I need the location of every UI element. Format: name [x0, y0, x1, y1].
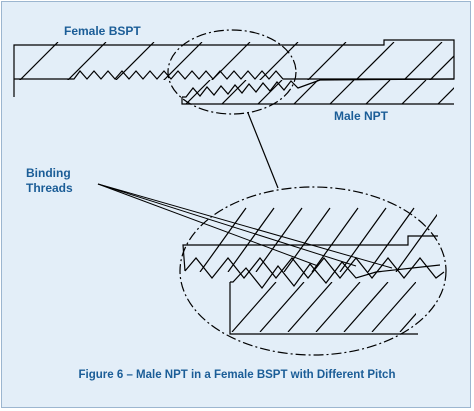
- binding-leader-lines: [97, 183, 393, 269]
- female-bspt-threads: [14, 70, 288, 80]
- male-npt-outline: [181, 97, 454, 105]
- female-bspt-hatch: [19, 42, 454, 80]
- bottom-detail-ellipse: [179, 186, 447, 356]
- figure-caption: Figure 6 – Male NPT in a Female BSPT wit…: [78, 369, 396, 381]
- detail-male-outline: [229, 282, 418, 335]
- detail-connector: [247, 112, 279, 189]
- detail-male-threads: [230, 261, 441, 289]
- female-bspt-label: Female BSPT: [64, 24, 141, 38]
- detail-female-threads: [184, 257, 445, 279]
- detail-male-hatch: [231, 282, 416, 332]
- detail-female-hatch: [199, 207, 437, 272]
- male-npt-label: Male NPT: [334, 109, 389, 123]
- binding-threads-label-line1: Binding: [26, 166, 71, 180]
- top-detail-ellipse: [167, 29, 297, 115]
- binding-threads-label-line2: Threads: [26, 181, 73, 195]
- male-npt-threads: [182, 78, 455, 98]
- detail-female-outline: [182, 235, 438, 272]
- male-npt-hatch: [185, 80, 454, 104]
